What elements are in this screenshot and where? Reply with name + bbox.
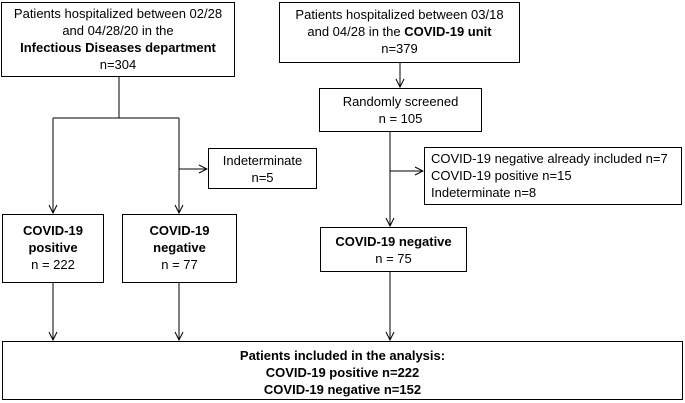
- indeterminate-box: Indeterminate n=5: [208, 148, 317, 189]
- covid-unit-count: n=379: [381, 41, 418, 56]
- negative75-count: n = 75: [375, 251, 412, 266]
- negative75-label: COVID-19 negative: [335, 234, 452, 249]
- analysis-positive: COVID-19 positive n=222: [265, 365, 420, 380]
- analysis-title: Patients included in the analysis:: [239, 348, 446, 363]
- negative-line1: COVID-19: [149, 223, 210, 238]
- indeterminate-count: n=5: [251, 170, 274, 185]
- covid-negative-box: COVID-19 negative n = 77: [122, 214, 237, 283]
- covid-unit-line2: and 04/28 in the COVID-19 unit: [280, 23, 519, 40]
- infectious-count: n=304: [99, 57, 137, 72]
- excluded-box: COVID-19 negative already included n=7 C…: [424, 147, 682, 205]
- covid-unit-box: Patients hospitalized between 03/18 and …: [279, 2, 520, 63]
- covid-positive-box: COVID-19 positive n = 222: [2, 214, 104, 283]
- randomly-count: n = 105: [378, 111, 423, 126]
- infectious-line1: Patients hospitalized between 02/28: [13, 6, 223, 21]
- infectious-line3: Infectious Diseases department: [20, 40, 216, 55]
- positive-count: n = 222: [31, 257, 75, 272]
- covid-unit-line1: Patients hospitalized between 03/18: [295, 7, 504, 22]
- indeterminate-label: Indeterminate: [222, 153, 303, 168]
- negative-count: n = 77: [161, 257, 198, 272]
- negative-line2: negative: [153, 240, 206, 255]
- covid-unit-line2-text: and 04/28 in the: [307, 24, 405, 39]
- analysis-negative: COVID-19 negative n=152: [263, 382, 422, 397]
- randomly-screened-box: Randomly screened n = 105: [319, 88, 482, 132]
- excluded-line1: COVID-19 negative already included n=7: [431, 151, 668, 166]
- infectious-line2: and 04/28/20 in the: [62, 23, 174, 38]
- excluded-line3: Indeterminate n=8: [431, 185, 537, 200]
- randomly-label: Randomly screened: [342, 94, 459, 109]
- covid-unit-bold: COVID-19 unit: [404, 24, 492, 39]
- analysis-box: Patients included in the analysis: COVID…: [2, 341, 683, 400]
- positive-line2: positive: [28, 240, 78, 255]
- infectious-diseases-box: Patients hospitalized between 02/28 and …: [1, 2, 235, 77]
- positive-line1: COVID-19: [23, 223, 83, 238]
- excluded-line2: COVID-19 positive n=15: [431, 168, 572, 183]
- covid-negative-75-box: COVID-19 negative n = 75: [320, 227, 467, 272]
